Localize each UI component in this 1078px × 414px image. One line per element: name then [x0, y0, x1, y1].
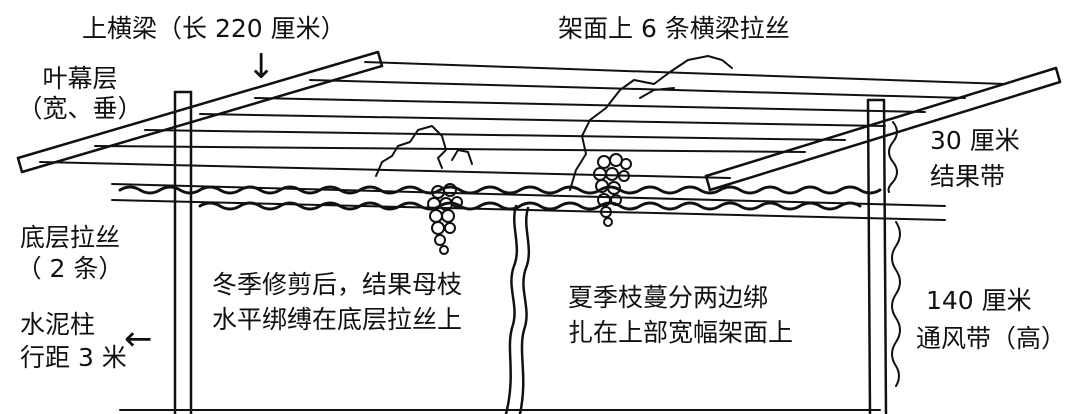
winter-note-line1: 冬季修剪后，结果母枝	[212, 270, 463, 299]
left-arrow-icon: ←	[124, 319, 153, 359]
canopy-label-line2: （宽、垂）	[17, 94, 143, 123]
left-top-beam	[16, 50, 384, 174]
fruit-zone-label-line2: 结果带	[930, 162, 1006, 191]
post-label-line1: 水泥柱	[20, 310, 96, 339]
fruit-zone-label-line1: 30 厘米	[930, 126, 1020, 155]
top-beam-label: 上横梁（长 220 厘米）	[82, 14, 346, 43]
canopy-label-line1: 叶幕层	[42, 64, 118, 93]
top-wires-label: 架面上 6 条横梁拉丝	[558, 14, 790, 43]
grape-cluster-right	[593, 153, 632, 227]
post-label-line2: 行距 3 米	[20, 343, 127, 372]
vent-zone-label-line1: 140 厘米	[926, 286, 1032, 315]
down-arrow-icon: ↓	[247, 47, 276, 87]
left-concrete-post	[173, 90, 193, 414]
bottom-wire-label-line2: （ 2 条）	[16, 254, 124, 283]
cordon-branches	[118, 185, 882, 211]
summer-note-line1: 夏季枝蔓分两边绑	[568, 283, 769, 312]
summer-note-line2: 扎在上部宽幅架面上	[568, 318, 794, 347]
grape-cluster-left	[427, 183, 463, 255]
right-concrete-post	[866, 98, 888, 414]
vine-trunk	[504, 204, 531, 414]
vent-zone-label-line2: 通风带（高）	[916, 324, 1067, 353]
bottom-wire-label-line1: 底层拉丝	[19, 223, 120, 252]
fruit-zone-bracket	[887, 121, 898, 193]
top-wires	[39, 61, 1006, 179]
vent-zone-bracket	[891, 221, 901, 387]
canopy-shoots	[375, 55, 733, 191]
winter-note-line2: 水平绑缚在底层拉丝上	[212, 305, 463, 334]
